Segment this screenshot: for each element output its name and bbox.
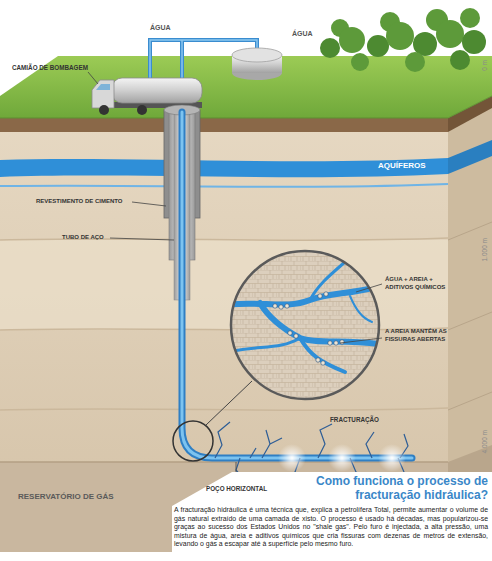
- pump-truck: [99, 105, 109, 115]
- diagram-caption: A fracturação hidráulica é uma técnica q…: [174, 506, 488, 549]
- magnifier: [350, 296, 372, 322]
- trees: [405, 52, 425, 72]
- callout-label: A AREIA MANTÉM AS FISSURAS ABERTAS: [385, 328, 461, 343]
- trees: [367, 35, 389, 57]
- depth-label: 1.000 m: [481, 238, 488, 262]
- diagram-title: Como funciona o processo de fracturação …: [300, 475, 488, 502]
- trees: [460, 8, 480, 28]
- text-panel: [172, 472, 492, 561]
- depth-label: 4.000 m: [481, 430, 488, 454]
- trees: [436, 20, 464, 48]
- depth-label: 0 m: [481, 60, 488, 71]
- leader-lines: [340, 338, 382, 343]
- magnifier: [340, 340, 344, 344]
- ground-block: [0, 158, 448, 177]
- layer-label: AQUÍFEROS: [378, 161, 426, 170]
- trees: [351, 53, 369, 71]
- magnifier: [328, 341, 332, 345]
- ground-block: [0, 118, 448, 132]
- leader-lines: [132, 202, 166, 206]
- magnifier: [321, 361, 325, 365]
- fractures: [366, 432, 374, 458]
- fracture-glow: [328, 444, 356, 472]
- ground-block: [0, 240, 448, 330]
- pump-truck: [96, 84, 110, 90]
- pipe-label: ÁGUA: [150, 24, 171, 31]
- trees: [320, 8, 486, 72]
- magnifier: [300, 338, 345, 372]
- magnifier: [173, 421, 213, 461]
- leader-lines: [88, 72, 382, 484]
- magnifier: [334, 341, 338, 345]
- well-pipe: [182, 112, 412, 458]
- magnifier: [228, 338, 300, 352]
- part-label: CAMIÃO DE BOMBAGEM: [12, 64, 88, 71]
- pipe-label: ÁGUA: [292, 30, 313, 37]
- part-label: POÇO HORIZONTAL: [206, 485, 267, 492]
- ground-side: [448, 140, 492, 174]
- leader-lines: [356, 284, 382, 292]
- leader-lines: [88, 72, 98, 84]
- magnifier: [279, 305, 283, 309]
- magnifier: [231, 251, 379, 399]
- callout-label: ÁGUA + AREIA + ADITIVOS QUÍMICOS: [385, 276, 457, 291]
- ground-block: [0, 184, 448, 187]
- fractures: [215, 422, 230, 458]
- trees: [450, 50, 470, 70]
- grass-surface: [0, 96, 492, 118]
- leader-lines: [110, 238, 174, 240]
- part-label: FRACTURAÇÃO: [330, 416, 379, 423]
- magnifier: [231, 251, 379, 399]
- part-label: REVESTIMENTO DE CIMENTO: [36, 198, 122, 204]
- fracture-glow: [378, 444, 406, 472]
- magnifier: [206, 381, 252, 425]
- well-pipe: [182, 112, 412, 458]
- fracture-glow: [278, 444, 406, 472]
- water-tank: [232, 48, 282, 80]
- magnifier: [273, 292, 344, 365]
- magnifier: [294, 334, 298, 338]
- trees: [320, 38, 340, 58]
- magnifier: [225, 285, 385, 305]
- water-tank: [232, 48, 282, 62]
- pump-truck: [92, 80, 114, 108]
- magnifier: [318, 294, 322, 298]
- ground-side: [448, 222, 492, 410]
- fracture-glow: [278, 444, 306, 472]
- magnifier: [273, 304, 277, 308]
- pump-truck: [92, 78, 202, 115]
- magnifier: [324, 292, 328, 296]
- magnifier: [285, 304, 289, 308]
- ground-block: [0, 328, 448, 330]
- trees: [339, 27, 365, 53]
- trees: [462, 30, 486, 54]
- part-label: TUBO DE AÇO: [62, 234, 104, 240]
- pump-truck: [112, 78, 202, 103]
- fractures: [250, 448, 256, 458]
- trees: [386, 22, 414, 50]
- magnifier: [288, 331, 292, 335]
- magnifier: [260, 303, 385, 345]
- well-pipe: [182, 112, 412, 458]
- pump-truck: [137, 105, 147, 115]
- layer-label: RESERVATÓRIO DE GÁS: [18, 492, 114, 501]
- magnifier: [310, 262, 345, 300]
- magnifier: [173, 251, 385, 461]
- magnifier: [316, 358, 320, 362]
